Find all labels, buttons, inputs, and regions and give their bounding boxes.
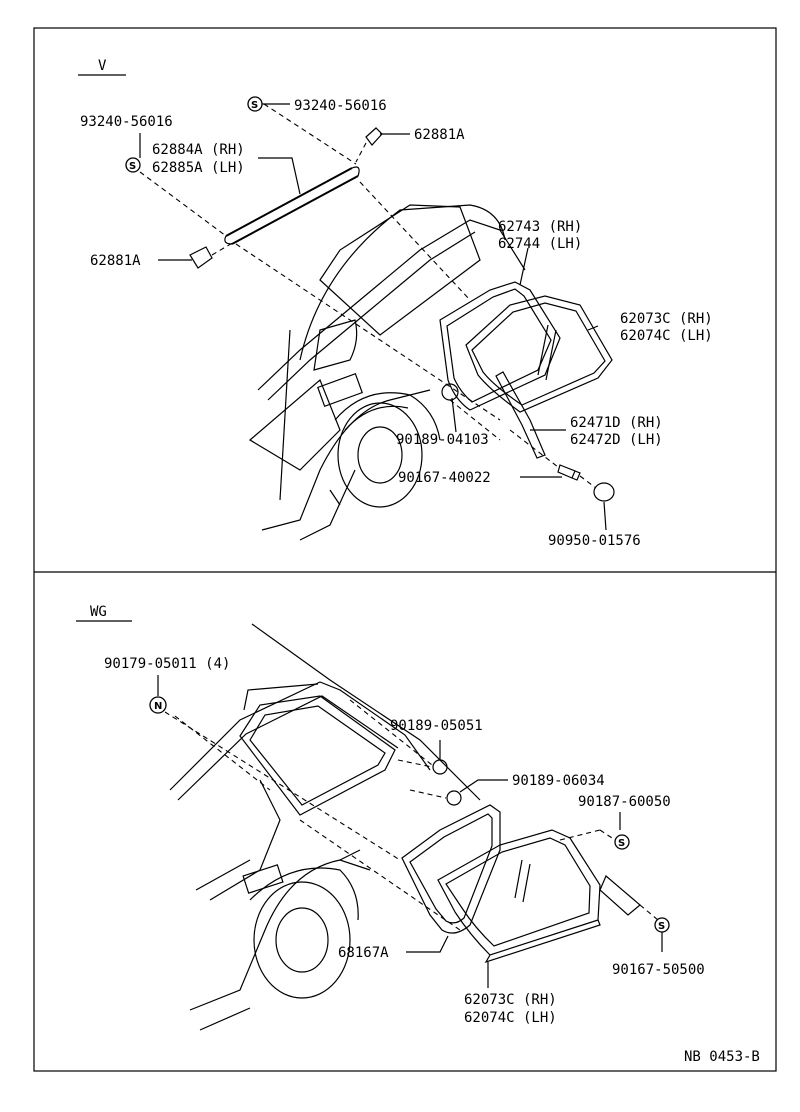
label-90189-05051: 90189-05051 bbox=[390, 718, 483, 734]
label-68167a: 68167A bbox=[338, 945, 389, 961]
end-cap-top bbox=[365, 127, 383, 146]
clip-06034 bbox=[446, 790, 462, 806]
upper-guide-lines bbox=[139, 103, 597, 489]
label-90167-40022: 90167-40022 bbox=[398, 470, 491, 486]
svg-text:S: S bbox=[251, 100, 258, 111]
upper-leader-lines bbox=[139, 103, 607, 531]
label-90189-06034: 90189-06034 bbox=[512, 773, 605, 789]
quarter-glass-wg bbox=[437, 829, 601, 964]
end-cap-left bbox=[189, 246, 213, 269]
variant-label-wg: WG bbox=[90, 604, 107, 620]
svg-text:S: S bbox=[618, 838, 625, 849]
label-62074c-lh-upper: 62074C (LH) bbox=[620, 328, 713, 344]
label-90189-04103: 90189-04103 bbox=[396, 432, 489, 448]
bolt-symbol-left: S bbox=[125, 157, 141, 173]
label-62881a-top: 62881A bbox=[414, 127, 465, 143]
label-62884a-rh: 62884A (RH) bbox=[152, 142, 245, 158]
label-93240-56016-top: 93240-56016 bbox=[294, 98, 387, 114]
round-cap-01576 bbox=[593, 482, 615, 502]
screw-symbol-bottom: S bbox=[654, 917, 670, 933]
svg-text:S: S bbox=[129, 161, 136, 172]
lower-leader-lines bbox=[157, 675, 663, 988]
quarter-glass-pane bbox=[465, 295, 613, 413]
label-62743-rh: 62743 (RH) bbox=[498, 219, 582, 235]
roof-rail bbox=[224, 166, 360, 245]
svg-text:N: N bbox=[154, 701, 162, 712]
label-62885a-lh: 62885A (LH) bbox=[152, 160, 245, 176]
label-93240-56016-left: 93240-56016 bbox=[80, 114, 173, 130]
label-62881a-left: 62881A bbox=[90, 253, 141, 269]
garnish-strip bbox=[495, 371, 546, 459]
bolt-symbol-top: S bbox=[247, 96, 263, 112]
label-62073c-rh-lower: 62073C (RH) bbox=[464, 992, 557, 1008]
variant-label-v: V bbox=[98, 58, 107, 74]
upper-section: V bbox=[78, 58, 713, 549]
weatherstrip-frame bbox=[401, 804, 501, 934]
trim-piece-wg bbox=[599, 875, 641, 916]
label-62472d-lh: 62472D (LH) bbox=[570, 432, 663, 448]
vehicle-body-outline-v bbox=[248, 204, 526, 541]
label-90167-50500: 90167-50500 bbox=[612, 962, 705, 978]
label-62073c-rh-upper: 62073C (RH) bbox=[620, 311, 713, 327]
lower-guide-lines bbox=[164, 699, 659, 931]
lower-section: WG bbox=[76, 604, 705, 1031]
diagram-frame bbox=[33, 27, 777, 1072]
clip-05051 bbox=[432, 759, 448, 775]
vehicle-body-outline-wg bbox=[169, 623, 481, 1031]
label-90950-01576: 90950-01576 bbox=[548, 533, 641, 549]
label-62074c-lh-lower: 62074C (LH) bbox=[464, 1010, 557, 1026]
label-90179-05011: 90179-05011 (4) bbox=[104, 656, 230, 672]
label-62744-lh: 62744 (LH) bbox=[498, 236, 582, 252]
label-90187-60050: 90187-60050 bbox=[578, 794, 671, 810]
label-62471d-rh: 62471D (RH) bbox=[570, 415, 663, 431]
diagram-reference-code: NB 0453-B bbox=[684, 1049, 760, 1065]
screw-40022 bbox=[557, 464, 581, 481]
nut-symbol: N bbox=[149, 696, 167, 714]
screw-symbol-top: S bbox=[614, 834, 630, 850]
svg-text:S: S bbox=[658, 921, 665, 932]
